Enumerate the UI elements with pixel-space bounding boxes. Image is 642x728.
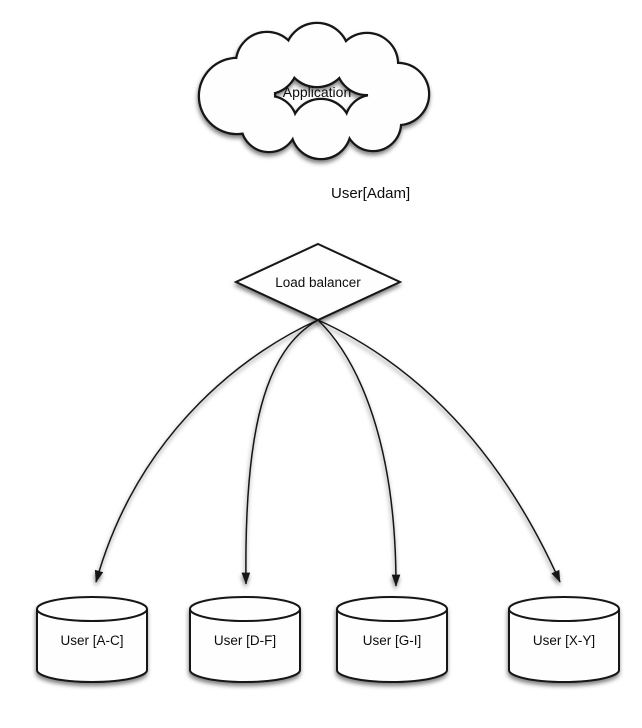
edge-loadbalancer-to-shard-gi <box>317 319 401 587</box>
application-cloud-node <box>197 21 431 161</box>
edge-loadbalancer-to-shard-ac <box>94 319 319 583</box>
application-label: Application <box>283 84 352 100</box>
shard-df-label: User [D-F] <box>214 633 276 648</box>
shard-cylinder-xy <box>508 596 620 683</box>
edge-loadbalancer-to-shard-xy <box>317 319 561 583</box>
shard-xy-label: User [X-Y] <box>533 633 595 648</box>
edge-label-user-adam: User[Adam] <box>331 185 410 202</box>
shard-cylinder-gi <box>336 596 448 683</box>
loadbalancer-diamond-node <box>233 242 403 322</box>
shard-cylinder-df <box>189 596 301 683</box>
loadbalancer-label: Load balancer <box>275 275 361 290</box>
shard-gi-label: User [G-I] <box>363 633 422 648</box>
cloud-fill <box>200 24 428 158</box>
edges <box>94 157 561 587</box>
shard-ac-label: User [A-C] <box>60 633 123 648</box>
edge-loadbalancer-to-shard-df <box>241 319 319 585</box>
shard-cylinder-ac <box>36 596 148 683</box>
